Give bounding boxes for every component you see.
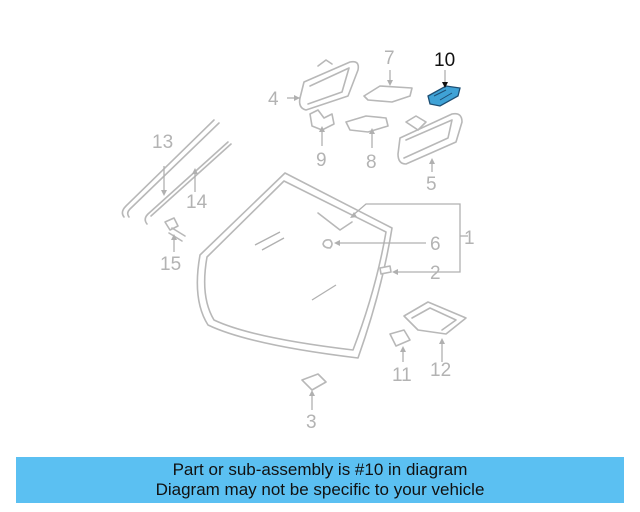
molding-strips <box>121 119 232 225</box>
windshield-glass <box>196 172 393 359</box>
callout-2: 2 <box>430 263 441 284</box>
banner-line-part: Part or sub-assembly is #10 in diagram <box>172 460 468 479</box>
mount-bracket-9 <box>309 109 335 131</box>
highlighted-part-10 <box>427 85 461 107</box>
banner-line-disclaimer: Diagram may not be specific to your vehi… <box>155 480 485 499</box>
mirror-cover-7 <box>363 85 413 103</box>
callout-7: 7 <box>384 48 395 69</box>
rearview-mirror-5 <box>397 112 463 165</box>
callout-4: 4 <box>268 89 279 110</box>
callout-8: 8 <box>366 152 377 173</box>
arrow-heads <box>161 80 448 396</box>
mirror-bracket <box>322 239 333 249</box>
overhead-module-12 <box>403 301 467 335</box>
callout-10: 10 <box>434 50 455 71</box>
callout-12: 12 <box>430 360 451 381</box>
lamp-housing-11 <box>389 329 411 347</box>
callout-15: 15 <box>160 254 181 275</box>
trim-piece-3 <box>301 373 327 391</box>
mirror-cover-8 <box>345 115 389 133</box>
callout-3: 3 <box>306 412 317 433</box>
rearview-mirror-4 <box>298 59 360 111</box>
callout-5: 5 <box>426 174 437 195</box>
callout-6: 6 <box>430 234 441 255</box>
callout-14: 14 <box>186 192 208 213</box>
sensor-pad <box>379 265 392 275</box>
callout-1: 1 <box>464 228 475 249</box>
callout-11: 11 <box>392 365 412 386</box>
callout-13: 13 <box>152 132 173 153</box>
info-banner: Part or sub-assembly is #10 in diagram D… <box>16 457 624 503</box>
callout-9: 9 <box>316 150 327 171</box>
